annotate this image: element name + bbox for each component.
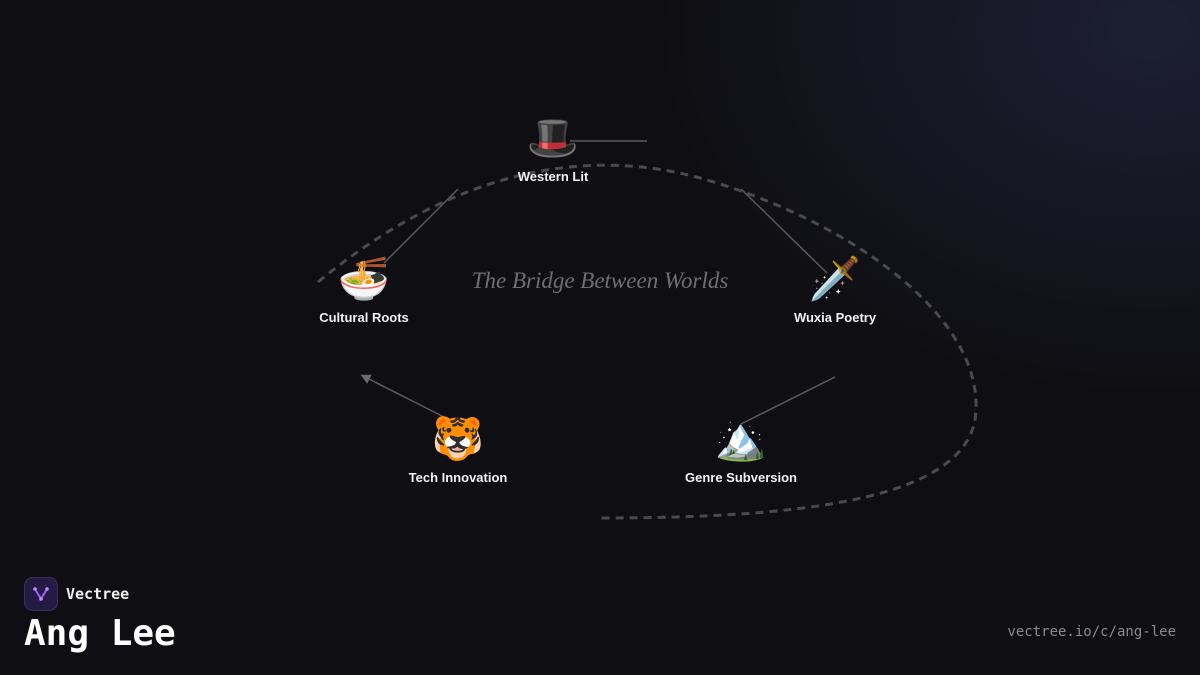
- node-tech-innovation[interactable]: 🐯 Tech Innovation: [358, 414, 558, 485]
- page-url[interactable]: vectree.io/c/ang-lee: [1007, 624, 1176, 640]
- node-label: Wuxia Poetry: [793, 310, 877, 325]
- edge-tech-innovation-to-cultural-roots: [360, 374, 447, 419]
- node-cultural-roots[interactable]: 🍜 Cultural Roots: [264, 254, 464, 325]
- node-label: Genre Subversion: [685, 470, 797, 485]
- dashed-orbit-path: [317, 163, 978, 520]
- edge-wuxia-poetry-to-genre-subversion: [740, 376, 836, 425]
- snow-mountain-icon: 🏔️: [714, 415, 768, 462]
- vectree-logo-icon: [24, 577, 58, 611]
- tiger-face-icon: 🐯: [431, 415, 485, 462]
- brand-name: Vectree: [66, 585, 130, 603]
- brand[interactable]: Vectree: [24, 577, 129, 611]
- edge-cultural-roots-to-western-lit: [383, 188, 459, 264]
- person-name: Ang Lee: [24, 613, 176, 654]
- node-genre-subversion[interactable]: 🏔️ Genre Subversion: [641, 414, 841, 485]
- node-label: Tech Innovation: [408, 470, 508, 485]
- node-label: Western Lit: [517, 169, 589, 184]
- top-hat-icon: 🎩: [526, 114, 580, 161]
- node-wuxia-poetry[interactable]: 🗡️ Wuxia Poetry: [735, 254, 935, 325]
- dagger-icon: 🗡️: [808, 255, 862, 302]
- node-label: Cultural Roots: [319, 310, 409, 325]
- node-western-lit[interactable]: 🎩 Western Lit: [453, 113, 653, 184]
- edge-western-lit-to-wuxia-poetry: [740, 188, 828, 274]
- noodle-bowl-icon: 🍜: [337, 255, 391, 302]
- diagram-title: The Bridge Between Worlds: [471, 268, 729, 293]
